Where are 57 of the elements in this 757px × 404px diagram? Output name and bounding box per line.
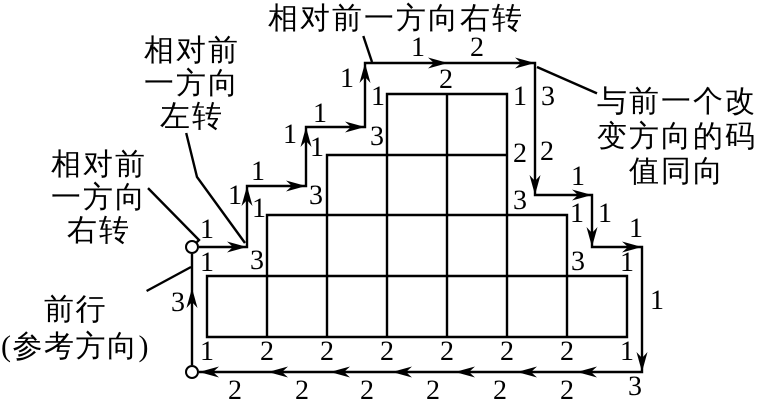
- code-number: 2: [439, 66, 453, 94]
- circle-marker: [185, 365, 199, 379]
- code-number: 1: [283, 121, 297, 149]
- code-number: 2: [500, 338, 514, 366]
- code-number: 1: [228, 182, 242, 210]
- callout-text: 相对前一方向右转: [50, 148, 148, 247]
- code-number: 2: [540, 138, 554, 166]
- code-number: 1: [513, 83, 527, 111]
- leader-line: [536, 66, 598, 94]
- leader-line: [147, 187, 201, 243]
- code-number: 1: [371, 83, 385, 111]
- code-number: 1: [411, 34, 425, 62]
- code-number: 3: [309, 182, 323, 210]
- code-number: 1: [598, 200, 612, 228]
- code-number: 3: [513, 187, 527, 215]
- leader-line: [362, 36, 374, 62]
- code-number: 1: [252, 195, 266, 223]
- leader-line: [185, 132, 246, 244]
- code-number: 2: [470, 34, 484, 62]
- code-number: 1: [200, 216, 214, 244]
- code-number: 2: [560, 377, 574, 404]
- code-number: 1: [650, 287, 664, 315]
- code-number: 1: [200, 249, 214, 277]
- code-number: 2: [228, 377, 242, 404]
- callout-text: 相对前一方向左转: [143, 34, 241, 133]
- code-number: 2: [320, 338, 334, 366]
- chain-code-arrow: [199, 58, 648, 378]
- code-number: 2: [493, 377, 507, 404]
- code-number: 1: [629, 215, 643, 243]
- code-number: 1: [620, 338, 634, 366]
- code-number: 2: [295, 377, 309, 404]
- code-number: 2: [380, 338, 394, 366]
- callout-text: 与前一个改变方向的码值同向: [597, 84, 757, 189]
- code-number: 1: [620, 249, 634, 277]
- code-number: 2: [360, 377, 374, 404]
- callout-text: 前行(参考方向): [0, 291, 151, 365]
- arrow: [186, 254, 198, 365]
- code-number: 2: [513, 140, 527, 168]
- leader-line: [146, 266, 192, 292]
- code-number: 2: [260, 338, 274, 366]
- circle-marker: [185, 240, 199, 254]
- code-number: 2: [426, 377, 440, 404]
- code-number: 3: [541, 83, 555, 111]
- code-number: 3: [250, 247, 264, 275]
- code-number: 1: [310, 134, 324, 162]
- code-number: 1: [313, 100, 327, 128]
- code-number: 3: [571, 248, 585, 276]
- code-number: 1: [251, 158, 265, 186]
- code-number: 3: [370, 123, 384, 151]
- code-number: 1: [571, 163, 585, 191]
- code-number: 1: [200, 338, 214, 366]
- callout-text: 相对前一方向右转: [268, 2, 524, 36]
- code-number: 1: [570, 200, 584, 228]
- code-number: 2: [440, 338, 454, 366]
- code-number: 2: [560, 338, 574, 366]
- code-number: 1: [340, 65, 354, 93]
- code-number: 3: [628, 373, 642, 401]
